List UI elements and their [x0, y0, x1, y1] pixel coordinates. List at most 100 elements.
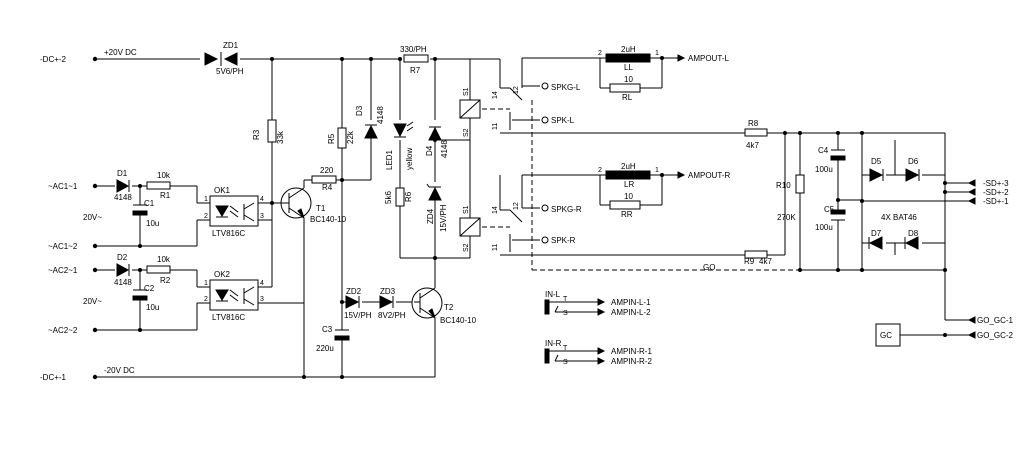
pin-relay-l-11: 11: [492, 123, 499, 130]
label-d3: D3: [355, 105, 364, 116]
net-dc-neg-voltage: -20V DC: [104, 366, 135, 375]
pin-relay-l-12: 12: [513, 86, 520, 94]
value-r1: 10k: [157, 171, 171, 180]
inductor-ll: [605, 53, 651, 63]
value-r4: 220: [320, 166, 334, 175]
label-c1: C1: [144, 199, 155, 208]
zener-zd4: [426, 183, 442, 201]
label-ll: LL: [624, 63, 633, 72]
pin-ok2-3: 3: [260, 296, 264, 303]
net-ampin-l1: AMPIN-L-1: [611, 298, 651, 307]
label-r8: R8: [748, 119, 759, 128]
transistor-t2: [411, 287, 443, 319]
pin-in-l-t: T: [563, 296, 568, 303]
value-d3: 4148: [376, 106, 385, 124]
capacitor-c4: [830, 149, 846, 161]
diode-d1: [116, 179, 130, 193]
net-go: GO: [703, 263, 715, 272]
pin-lr-1: 1: [655, 167, 659, 174]
label-r3: R3: [252, 129, 261, 140]
label-d7: D7: [871, 229, 882, 238]
label-t1: T1: [316, 204, 326, 213]
diode-d5: [869, 168, 884, 182]
capacitor-c5: [830, 209, 846, 221]
value-c4: 100u: [815, 165, 833, 174]
pin-ok1-4: 4: [260, 196, 264, 203]
resistor-rl: [609, 83, 641, 93]
net-dc-neg: -DC+-1: [40, 373, 67, 382]
resistor-r3: [267, 119, 277, 143]
capacitor-c2: [132, 289, 148, 301]
net-go-gc1: GO_GC-1: [977, 316, 1014, 325]
net-ampin-r1: AMPIN-R-1: [611, 347, 652, 356]
value-r9: 4k7: [759, 257, 772, 266]
net-ac1-2: ~AC1~2: [48, 242, 78, 251]
pin-in-r-s: S: [563, 359, 568, 366]
diode-d7: [868, 236, 883, 250]
pin-relay-r-14: 14: [492, 206, 499, 214]
net-spkg-l: SPKG-L: [551, 83, 581, 92]
label-d2: D2: [117, 253, 128, 262]
value-ll: 2uH: [621, 45, 636, 54]
value-ok2: LTV816C: [212, 313, 245, 322]
junctions: [138, 56, 947, 379]
diode-d4: [428, 126, 442, 141]
resistor-r4: [311, 175, 337, 184]
resistor-rr: [609, 200, 641, 210]
value-r3: 33k: [276, 130, 285, 144]
pin-relay-r-s1: S1: [463, 205, 470, 214]
value-r8: 4k7: [746, 141, 759, 150]
pin-lr-2: 2: [598, 167, 602, 174]
value-t2: BC140-10: [440, 316, 477, 325]
value-lr: 2uH: [621, 162, 636, 171]
label-in-l: IN-L: [545, 290, 561, 299]
label-r9: R9: [744, 257, 755, 266]
net-ac1-1: ~AC1~1: [48, 182, 78, 191]
value-t1: BC140-10: [310, 215, 347, 224]
value-r6: 5k6: [384, 191, 393, 204]
net-spkg-r: SPKG-R: [551, 205, 582, 214]
diode-d6: [905, 168, 920, 182]
label-d8: D8: [908, 229, 919, 238]
net-ac2-2: ~AC2~2: [48, 326, 78, 335]
label-led1: LED1: [385, 149, 394, 170]
capacitor-c1: [132, 204, 148, 216]
value-r10: 270K: [777, 213, 796, 222]
label-zd3: ZD3: [380, 287, 396, 296]
net-v-ac2: 20V~: [83, 297, 102, 306]
optocoupler-ok1: [209, 195, 259, 227]
diode-d8: [904, 236, 919, 250]
pin-relay-l-14: 14: [492, 91, 499, 99]
pin-ok1-1: 1: [204, 196, 208, 203]
transistor-t1: [280, 187, 312, 219]
net-sd1: -SD+-1: [983, 197, 1009, 206]
label-ok1: OK1: [214, 186, 231, 195]
value-r7: 330/PH: [400, 45, 427, 54]
pin-relay-r-11: 11: [492, 244, 499, 251]
value-zd4: 15V/PH: [439, 204, 448, 232]
label-rr: RR: [621, 210, 633, 219]
net-ampout-l: AMPOUT-L: [688, 54, 729, 63]
pin-ok1-3: 3: [260, 213, 264, 220]
resistor-r7: [403, 54, 429, 63]
label-d4: D4: [425, 145, 434, 156]
optocoupler-ok2: [209, 279, 259, 311]
value-r2: 10k: [157, 255, 171, 264]
zener-zd1: [204, 52, 238, 66]
net-ampin-l2: AMPIN-L-2: [611, 308, 651, 317]
resistor-r6: [395, 187, 405, 207]
label-in-r: IN-R: [545, 339, 562, 348]
pin-ok2-2: 2: [204, 296, 208, 303]
value-zd1: 5V6/PH: [216, 67, 244, 76]
relay-mechanical-link: [482, 100, 800, 271]
label-r4: R4: [322, 183, 333, 192]
terminals: [92, 54, 976, 380]
zener-zd2: [345, 295, 360, 309]
value-c5: 100u: [815, 223, 833, 232]
jack-in-r: [544, 348, 575, 364]
relay-coil-l: [459, 99, 481, 119]
net-ampin-r2: AMPIN-R-2: [611, 357, 652, 366]
value-d2: 4148: [114, 278, 132, 287]
value-d4: 4148: [440, 140, 449, 158]
value-rr: 10: [624, 192, 633, 201]
